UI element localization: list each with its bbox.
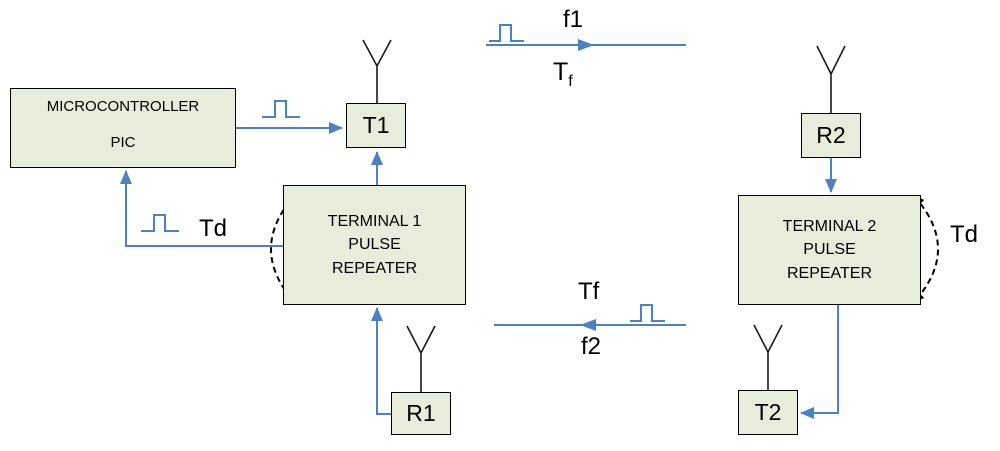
arrow-terminal1-to-pic <box>120 170 284 247</box>
pulse-icon-pic-to-t1 <box>262 100 300 118</box>
arrowhead-f1-right <box>578 39 594 51</box>
receiver-r1-box: R1 <box>391 392 451 435</box>
pulse-icon-td-left <box>141 214 179 232</box>
t1-label: T1 <box>362 112 390 138</box>
tf-flight-time-label-mid: Tf <box>578 278 600 305</box>
microcontroller-label: MICROCONTROLLER <box>46 98 200 115</box>
antenna-icon-r2 <box>816 45 846 113</box>
f2-frequency-label: f2 <box>581 333 602 360</box>
terminal1-label: TERMINAL 1 PULSE REPEATER <box>327 213 422 277</box>
arrowhead-f2-left <box>580 319 596 331</box>
t2-label: T2 <box>754 399 782 425</box>
td-delay-label-right: Td <box>950 221 979 248</box>
pic-label: PIC <box>110 134 136 151</box>
microcontroller-box: MICROCONTROLLER PIC <box>10 88 236 168</box>
antenna-icon-r1 <box>406 325 436 392</box>
tf-base: T <box>553 58 569 86</box>
transmitter-t2-box: T2 <box>738 390 798 435</box>
receiver-r2-box: R2 <box>801 113 861 158</box>
terminal2-label: TERMINAL 2 PULSE REPEATER <box>782 218 877 282</box>
tf-subscript: f <box>568 73 573 90</box>
pulse-icon-f1 <box>489 24 524 42</box>
transmitter-t1-box: T1 <box>346 103 406 148</box>
td-delay-label-left: Td <box>199 215 228 242</box>
terminal1-pulse-repeater-box: TERMINAL 1 PULSE REPEATER <box>283 185 466 305</box>
antenna-icon-t2 <box>753 324 783 390</box>
arrow-r1-to-terminal1 <box>371 307 391 415</box>
pulse-icon-f2 <box>630 304 665 322</box>
tf-flight-time-label-top: Tf <box>553 58 573 91</box>
arrow-terminal2-to-t2 <box>800 305 839 419</box>
r2-label: R2 <box>816 122 846 148</box>
td-feedback-arc-terminal2 <box>913 195 939 303</box>
antenna-icon-t1 <box>362 39 392 103</box>
f1-frequency-label: f1 <box>563 6 584 33</box>
r1-label: R1 <box>406 400 436 426</box>
terminal2-pulse-repeater-box: TERMINAL 2 PULSE REPEATER <box>738 195 921 305</box>
